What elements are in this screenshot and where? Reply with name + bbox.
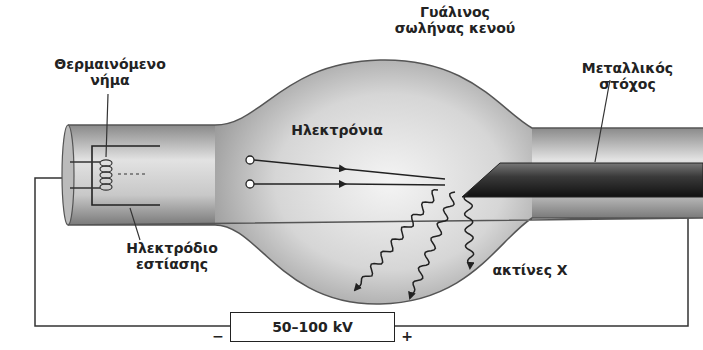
glass-outline [68, 60, 703, 304]
coil-winding [100, 184, 112, 190]
label: Γυάλινος σωλήνας κενού [385, 4, 525, 36]
label: + [397, 328, 417, 344]
x-ray [355, 190, 438, 290]
x-rays [355, 190, 474, 298]
filament-lead [70, 162, 100, 188]
leader-line [130, 208, 140, 240]
leader-line [595, 80, 610, 162]
label: Μεταλλικός στόχος [560, 60, 695, 92]
electron-path [254, 183, 345, 184]
voltage-source-box: 50–100 kV [230, 312, 395, 342]
tube-end [62, 125, 74, 225]
electron [246, 156, 254, 164]
electron-path [254, 160, 345, 169]
label: Ηλεκτρόνια [282, 122, 392, 138]
x-ray [464, 194, 474, 268]
label: Ηλεκτρόδιο εστίασης [112, 240, 232, 272]
electron-beam [118, 173, 145, 174]
x-ray [410, 192, 455, 298]
electron-path [345, 184, 445, 185]
electron-path [345, 169, 445, 179]
electron [246, 180, 254, 188]
metal-target [462, 163, 703, 197]
label: ακτίνες X [480, 262, 580, 278]
voltage-text: 50–100 kV [272, 319, 353, 335]
leader-line [106, 94, 108, 157]
label: − [208, 328, 228, 344]
tube-neck [68, 125, 238, 225]
label: Θερμαινόμενο νήμα [40, 56, 180, 88]
focusing-electrode [92, 146, 160, 205]
filament-coil [100, 160, 112, 190]
